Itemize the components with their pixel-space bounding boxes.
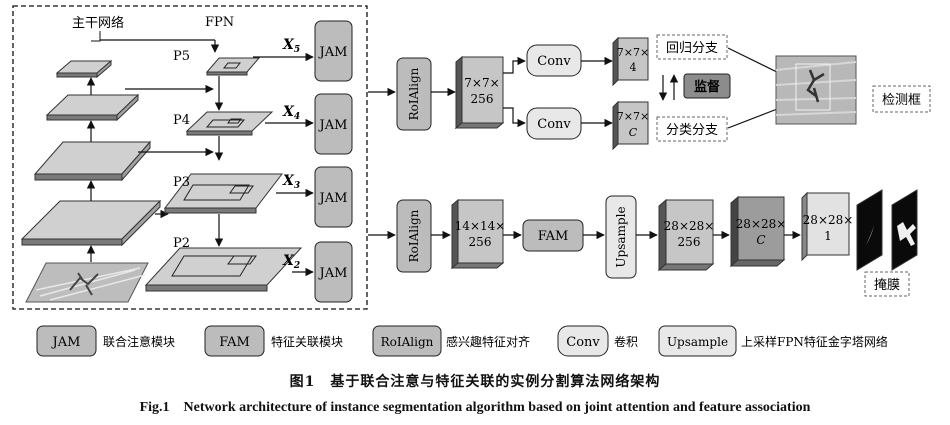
backbone-layer-2 bbox=[45, 93, 140, 122]
det-conv-box-reg: Conv bbox=[526, 44, 582, 77]
svg-text:28×28×: 28×28× bbox=[736, 217, 787, 231]
jam-box-3: JAM bbox=[314, 166, 353, 228]
det-cls-output: 7×7× C bbox=[612, 100, 649, 151]
det-feature-map: 7×7× 256 bbox=[454, 55, 505, 130]
fpn-level-p5 bbox=[205, 57, 261, 76]
svg-text:联合注意模块: 联合注意模块 bbox=[103, 334, 175, 349]
det-conv-box-cls: Conv bbox=[526, 107, 582, 140]
fpn-label-p3: P3 bbox=[173, 175, 190, 190]
svg-text:C: C bbox=[629, 126, 638, 139]
fpn-label-p2: P2 bbox=[173, 236, 190, 251]
svg-text:卷积: 卷积 bbox=[614, 334, 638, 349]
jam-box-2: JAM bbox=[314, 241, 353, 303]
svg-text:7×7×: 7×7× bbox=[464, 76, 499, 90]
supervise-box: 监督 bbox=[683, 73, 731, 99]
figure-caption-zh: 图1 基于联合注意与特征关联的实例分割算法网络架构 bbox=[289, 374, 661, 390]
svg-text:回归分支: 回归分支 bbox=[666, 41, 718, 56]
svg-text:Conv: Conv bbox=[566, 335, 600, 350]
svg-text:FAM: FAM bbox=[538, 229, 569, 244]
det-roialign-box: RoIAlign bbox=[396, 57, 432, 131]
feature-label-x5: X5 bbox=[282, 37, 300, 55]
jam-box-5: JAM bbox=[314, 20, 353, 82]
mask-result-images bbox=[856, 189, 918, 271]
svg-text:C: C bbox=[756, 233, 765, 247]
mask-feature-map: 14×14× 256 bbox=[450, 198, 506, 270]
svg-text:7×7×: 7×7× bbox=[617, 110, 649, 123]
svg-text:Conv: Conv bbox=[537, 117, 571, 132]
svg-text:28×28×: 28×28× bbox=[664, 219, 715, 233]
mask-feature-28-256: 28×28× 256 bbox=[657, 198, 715, 272]
figure-caption-en: Fig.1 Network architecture of instance s… bbox=[139, 400, 811, 415]
svg-text:Upsample: Upsample bbox=[667, 335, 728, 349]
mask-roialign-box: RoIAlign bbox=[396, 199, 432, 273]
svg-text:JAM: JAM bbox=[51, 335, 81, 350]
svg-text:1: 1 bbox=[824, 229, 832, 243]
svg-text:28×28×: 28×28× bbox=[803, 213, 854, 227]
jam-box-4: JAM bbox=[314, 93, 353, 155]
backbone-layer-3 bbox=[33, 140, 152, 182]
legend-item-jam: JAM 联合注意模块 bbox=[36, 325, 175, 357]
det-reg-output: 7×7× 4 bbox=[612, 36, 649, 87]
feature-label-x3: X3 bbox=[282, 173, 300, 191]
svg-text:RoIAlign: RoIAlign bbox=[407, 209, 421, 262]
backbone-layer-4 bbox=[20, 199, 162, 247]
backbone-layer-1 bbox=[55, 59, 113, 79]
svg-text:256: 256 bbox=[469, 235, 492, 249]
upsample-box: Upsample bbox=[605, 195, 637, 279]
svg-text:掩膜: 掩膜 bbox=[874, 278, 900, 293]
svg-text:256: 256 bbox=[678, 235, 701, 249]
fpn-level-p4 bbox=[185, 111, 274, 136]
feature-label-x2: X2 bbox=[282, 253, 300, 271]
svg-text:4: 4 bbox=[630, 61, 637, 74]
legend-item-fam: FAM 特征关联模块 bbox=[204, 325, 343, 357]
fpn-level-p3 bbox=[163, 173, 284, 214]
svg-text:7×7×: 7×7× bbox=[617, 46, 649, 59]
mask-feature-28-c: 28×28× C bbox=[729, 195, 787, 268]
svg-text:FAM: FAM bbox=[219, 335, 250, 350]
svg-text:Upsample: Upsample bbox=[614, 206, 628, 267]
svg-text:检测框: 检测框 bbox=[882, 93, 921, 108]
cls-branch-label: 分类分支 bbox=[656, 116, 728, 142]
svg-text:14×14×: 14×14× bbox=[455, 219, 506, 233]
detection-box-label: 检测框 bbox=[872, 85, 931, 113]
backbone-title: 主干网络 bbox=[72, 15, 124, 31]
svg-text:JAM: JAM bbox=[318, 118, 348, 133]
svg-text:JAM: JAM bbox=[318, 45, 348, 60]
svg-text:分类分支: 分类分支 bbox=[666, 123, 718, 138]
svg-text:JAM: JAM bbox=[318, 191, 348, 206]
svg-text:感兴趣特征对齐: 感兴趣特征对齐 bbox=[446, 334, 530, 349]
legend-item-upsample: Upsample 上采样FPN特征金字塔网络 bbox=[658, 325, 888, 357]
reg-branch-label: 回归分支 bbox=[656, 34, 728, 60]
fpn-label-p4: P4 bbox=[173, 113, 190, 128]
mask-label: 掩膜 bbox=[864, 271, 910, 297]
fpn-title: FPN bbox=[205, 15, 234, 30]
detection-result-image bbox=[775, 55, 857, 125]
fpn-level-p2 bbox=[144, 247, 303, 292]
svg-text:Conv: Conv bbox=[537, 54, 571, 69]
svg-text:JAM: JAM bbox=[318, 266, 348, 281]
fam-box: FAM bbox=[522, 219, 584, 252]
backbone-fpn-frame bbox=[12, 5, 368, 310]
legend-item-conv: Conv 卷积 bbox=[557, 325, 638, 357]
svg-text:256: 256 bbox=[471, 92, 494, 106]
svg-text:上采样FPN特征金字塔网络: 上采样FPN特征金字塔网络 bbox=[741, 334, 888, 349]
svg-text:RoIAlign: RoIAlign bbox=[407, 67, 421, 120]
fpn-label-p5: P5 bbox=[173, 49, 190, 64]
legend: JAM 联合注意模块 FAM 特征关联模块 RoIAlign 感兴趣特征对齐 C… bbox=[36, 325, 888, 357]
svg-text:RoIAlign: RoIAlign bbox=[381, 335, 434, 349]
feature-label-x4: X4 bbox=[282, 104, 300, 122]
legend-item-roialign: RoIAlign 感兴趣特征对齐 bbox=[372, 325, 530, 357]
mask-feature-28-1: 28×28× 1 bbox=[801, 191, 854, 262]
input-image bbox=[25, 262, 149, 303]
svg-text:特征关联模块: 特征关联模块 bbox=[271, 334, 343, 349]
svg-text:监督: 监督 bbox=[694, 79, 720, 95]
